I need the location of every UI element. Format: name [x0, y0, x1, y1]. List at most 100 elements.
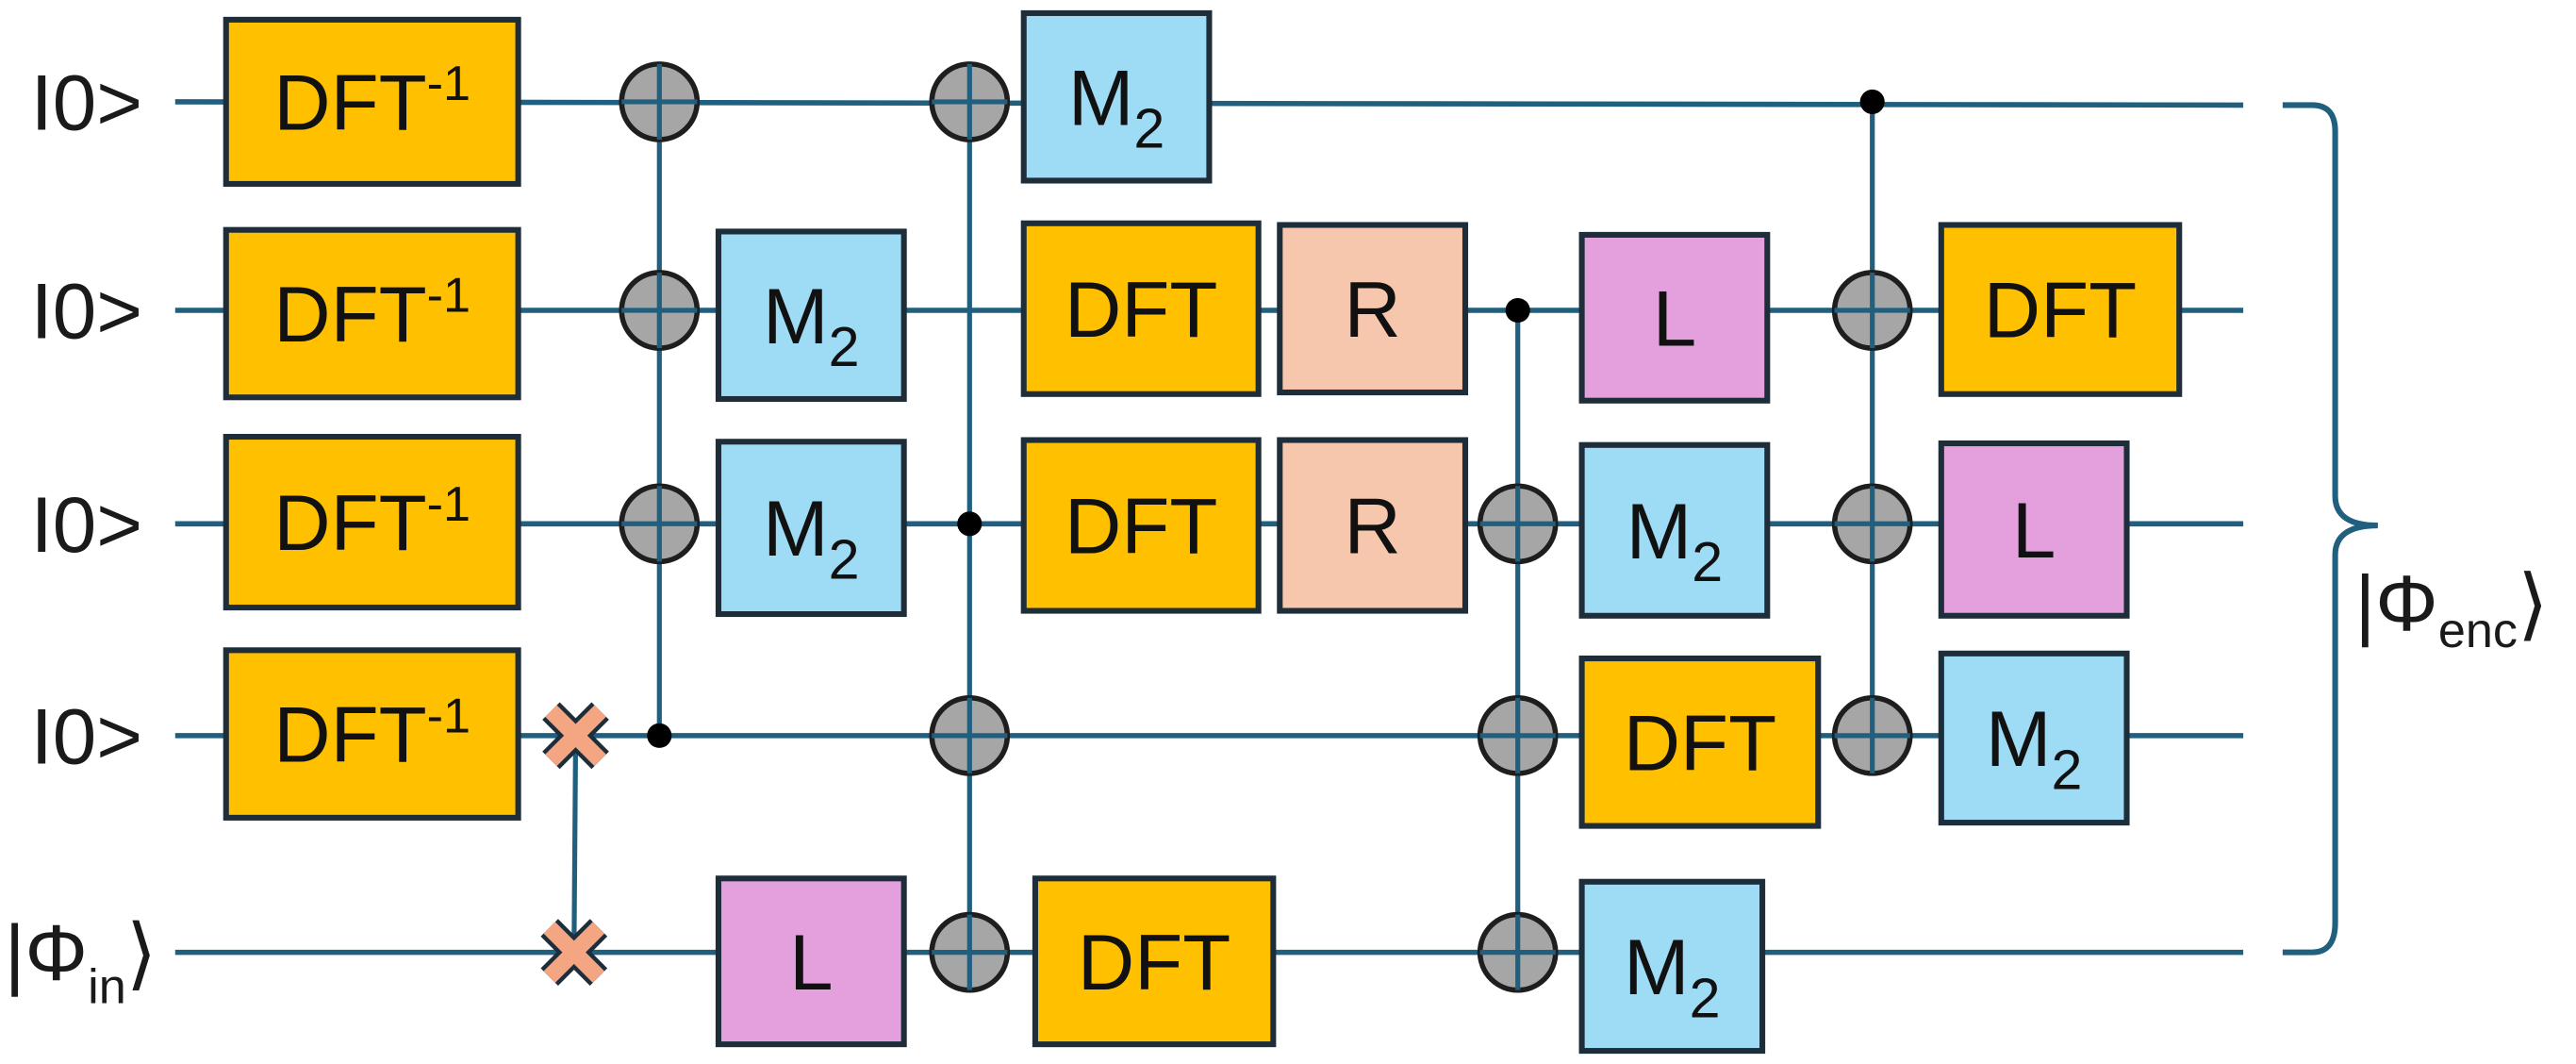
gate-label-main: DFT [1984, 266, 2137, 355]
gate-label-main: DFT [273, 478, 426, 567]
gate-box [715, 439, 907, 618]
gate-box [223, 16, 521, 188]
gate-label: DFT-1 [273, 269, 471, 358]
op-controlled-1 [619, 61, 701, 748]
swap-stroke-fill [545, 705, 606, 767]
gate-m2-q5-c8: M2 [1578, 878, 1766, 1055]
gate-label-main: DFT [273, 270, 426, 358]
gate-dft-q5-c5: DFT [1032, 875, 1277, 1048]
gate-m2-q1-c5: M2 [1020, 9, 1213, 184]
target-symbol [1477, 483, 1559, 565]
target-symbol [1477, 695, 1559, 776]
gate-label: R [1344, 265, 1400, 354]
gate-label: M2 [1986, 694, 2083, 801]
input-label-q4: I0> [31, 691, 142, 780]
gate-m2-q4-c10: M2 [1938, 650, 2130, 826]
gate-label-main: L [789, 918, 833, 1006]
target-symbol [1831, 483, 1913, 565]
gate-box [223, 647, 521, 821]
gate-label-sub: 2 [829, 528, 860, 591]
input-label-main: |Φ [5, 908, 88, 997]
gate-box [1020, 9, 1213, 184]
gate-box [1020, 220, 1262, 397]
gate-label-sub: 2 [2052, 738, 2083, 801]
op-controlled-3 [1477, 297, 1559, 993]
gate-box [1938, 222, 2183, 397]
gate-label-sub: 2 [1133, 97, 1164, 160]
gate-box [1020, 437, 1262, 614]
gate-label: M2 [1624, 923, 1721, 1029]
gate-label: L [2012, 486, 2056, 574]
gate-label-main: DFT [273, 58, 426, 147]
gate-label-main: R [1344, 482, 1400, 571]
gate-label: DFT-1 [273, 477, 471, 567]
gate-label-main: M [763, 484, 829, 573]
input-label-q1: I0> [31, 58, 142, 147]
gate-label-main: R [1344, 265, 1400, 354]
control-dot [1505, 297, 1530, 324]
gate-label-main: DFT [1065, 265, 1217, 354]
gate-label-main: DFT [273, 690, 426, 779]
gate-r-q2-c6: R [1277, 222, 1469, 396]
input-label-q3: I0> [31, 480, 142, 569]
gate-label-main: M [1068, 53, 1134, 141]
gate-dftinv-q2-c1: DFT-1 [223, 226, 521, 401]
swap-cross [540, 919, 608, 986]
target-symbol [929, 911, 1011, 993]
gate-m2-q2-c3: M2 [715, 228, 907, 403]
gate-label-sub: 2 [1690, 966, 1721, 1029]
gate-box [1578, 231, 1771, 404]
brace-path [2282, 102, 2378, 956]
gate-box [715, 228, 907, 403]
target-symbol [619, 61, 701, 142]
gate-box [1578, 655, 1822, 829]
input-label-q2: I0> [31, 267, 142, 356]
output-label-sub: enc [2438, 604, 2518, 658]
target-symbol [1831, 695, 1913, 776]
gate-dftinv-q3-c1: DFT-1 [223, 433, 521, 611]
gate-label-main: L [2012, 486, 2056, 574]
input-label-sub: in [88, 960, 126, 1015]
gate-label: M2 [763, 484, 860, 590]
gate-m2-q3-c3: M2 [715, 439, 907, 618]
gate-label-sup: -1 [427, 57, 471, 111]
gate-label-main: M [1986, 694, 2052, 783]
target-symbol [1477, 911, 1559, 993]
swap-cross [542, 702, 609, 770]
op-controlled-2 [929, 61, 1011, 993]
gate-dft-q2-c5: DFT [1020, 220, 1262, 397]
control-dot [1859, 89, 1885, 114]
gate-l-q2-c8: L [1578, 231, 1771, 404]
gate-box [1938, 440, 2130, 619]
gate-box [1578, 441, 1771, 619]
gate-dft-q2-c10: DFT [1938, 222, 2183, 397]
gate-label-sup: -1 [427, 477, 471, 532]
input-label-close: ⟩ [126, 908, 157, 997]
target-symbol [619, 270, 701, 351]
target-symbol [619, 483, 701, 565]
gate-dftinv-q1-c1: DFT-1 [223, 16, 521, 188]
gate-label: DFT-1 [273, 57, 471, 146]
gate-label: M2 [763, 272, 860, 378]
op-controlled-4 [1831, 89, 1913, 776]
gate-l-q5-c3: L [715, 875, 907, 1048]
gate-label-sub: 2 [1692, 530, 1723, 593]
gate-box [1277, 222, 1469, 396]
target-symbol [929, 695, 1011, 776]
swap-stroke-fill [543, 922, 605, 983]
gate-label-main: M [763, 272, 829, 360]
gate-box [223, 226, 521, 401]
gate-label: DFT [1984, 266, 2137, 355]
gate-label: DFT [1065, 265, 1217, 354]
gate-label: M2 [1068, 53, 1165, 159]
control-dot [647, 723, 672, 748]
gate-label: DFT-1 [273, 689, 471, 778]
gate-box [1277, 437, 1469, 614]
gate-label-main: M [1624, 923, 1690, 1011]
gate-label-sub: 2 [829, 315, 860, 378]
swap-connector [571, 735, 579, 953]
gate-label: L [789, 918, 833, 1006]
gate-label: L [1653, 274, 1696, 362]
